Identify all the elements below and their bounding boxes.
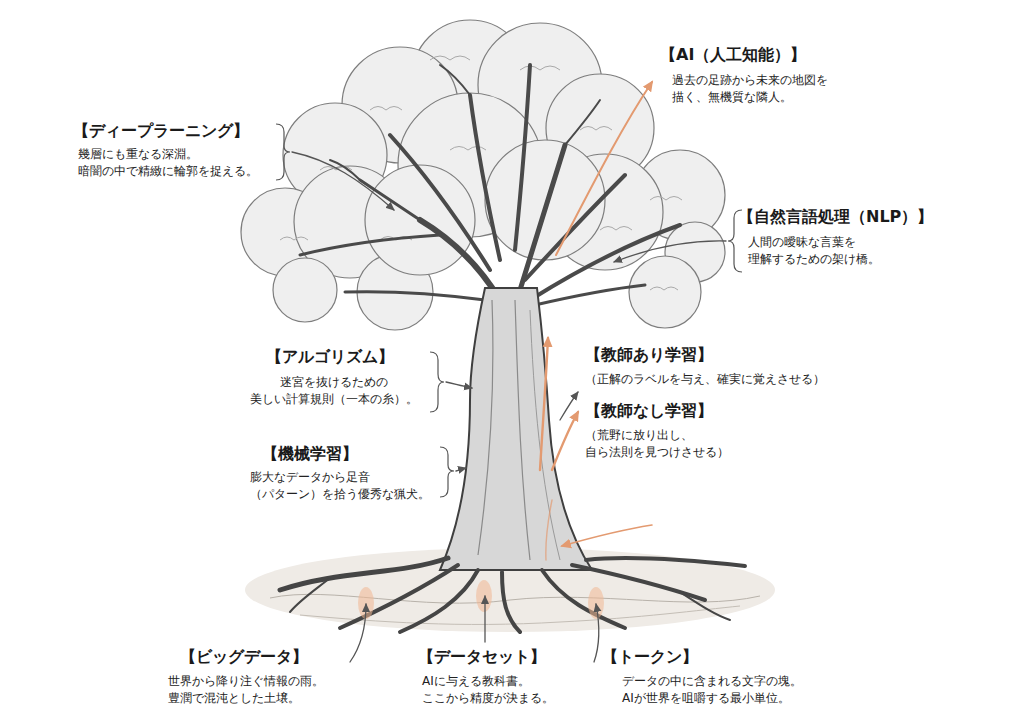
canopy-part xyxy=(273,258,337,322)
roots-part xyxy=(502,572,520,632)
brackets-part xyxy=(440,447,454,497)
leader-lines-part xyxy=(546,500,552,560)
canopy-shading xyxy=(280,56,682,290)
label-heading: 【教師あり学習】 xyxy=(585,344,713,366)
canopy-shading-part xyxy=(600,227,632,231)
branches-part xyxy=(330,160,360,180)
leader-lines-part xyxy=(594,604,599,662)
label-heading: 【ディープラーニング】 xyxy=(73,120,249,142)
branches-part xyxy=(530,225,680,300)
branches-part xyxy=(470,95,500,260)
canopy-shading-part xyxy=(650,197,682,201)
label-heading: 【ビッグデータ】 xyxy=(180,646,308,668)
label-body: （荒野に放り出し、 自ら法則を見つけさせる） xyxy=(585,427,741,461)
label-heading: 【教師なし学習】 xyxy=(585,400,713,422)
root-glow-part xyxy=(476,580,492,612)
trunk-part xyxy=(478,300,493,555)
root-glow-part xyxy=(588,587,604,619)
label-body: データの中に含まれる文字の塊。 AIが世界を咀嚼する最小単位。 xyxy=(622,673,814,707)
branches-part xyxy=(520,145,565,290)
label-body: 膨大なデータから足音 （パターン）を拾う優秀な猟犬。 xyxy=(250,469,437,503)
leader-lines-part xyxy=(484,596,485,642)
label-body: 迷宮を抜けるための 美しい計算規則（一本の糸）。 xyxy=(240,374,427,408)
label-heading: 【機械学習】 xyxy=(262,443,358,465)
canopy xyxy=(241,20,725,330)
label-heading: 【自然言語処理（NLP）】 xyxy=(738,206,933,228)
branches xyxy=(300,65,680,305)
label-body: 過去の足跡から未来の地図を 描く、無機質な隣人。 xyxy=(672,72,842,106)
brackets-part xyxy=(276,124,290,180)
branches-part xyxy=(300,235,440,255)
branches-part xyxy=(515,65,530,250)
roots-part xyxy=(340,565,458,628)
leader-lines-part xyxy=(350,604,366,662)
label-heading: 【アルゴリズム】 xyxy=(266,346,394,368)
brackets-part xyxy=(430,352,444,412)
roots-part xyxy=(400,570,478,632)
trunk xyxy=(440,288,592,570)
leader-lines-part xyxy=(562,525,652,546)
leader-lines-part xyxy=(540,338,548,470)
label-heading: 【トークン】 xyxy=(602,646,698,668)
roots-part xyxy=(680,592,730,620)
canopy-shading-part xyxy=(370,107,402,111)
canopy-shading-part xyxy=(450,147,486,151)
leader-lines-part xyxy=(614,241,726,262)
branches-part xyxy=(525,175,625,280)
leader-lines-part xyxy=(556,82,652,255)
label-heading: 【AI（人工知能）】 xyxy=(660,44,806,66)
branches-part xyxy=(345,292,485,300)
label-body: 人間の曖昧な言葉を 理解するための架け橋。 xyxy=(748,234,894,268)
trunk-part xyxy=(515,300,530,560)
canopy-shading-part xyxy=(650,287,678,290)
leader-lines-part xyxy=(446,382,472,388)
label-body: （正解のラベルを与え、確実に覚えさせる） xyxy=(585,371,825,388)
roots xyxy=(280,558,745,632)
canopy-shading-part xyxy=(520,66,560,70)
label-heading: 【データセット】 xyxy=(418,646,546,668)
leader-lines-part xyxy=(456,468,466,471)
trunk-part xyxy=(440,288,592,570)
root-glow xyxy=(358,580,604,619)
branches-part xyxy=(360,180,420,220)
canopy-shading-part xyxy=(430,56,470,60)
branches-part xyxy=(535,285,645,305)
leader-lines-part xyxy=(552,412,578,470)
canopy-shading-part xyxy=(580,127,612,131)
label-body: AIに与える教科書。 ここから精度が決まる。 xyxy=(422,673,566,707)
label-body: 世界から降り注ぐ情報の雨。 豊潤で混沌とした土壌。 xyxy=(168,673,336,707)
roots-part xyxy=(290,578,330,612)
roots-part xyxy=(542,570,625,628)
branches-part xyxy=(565,100,600,145)
roots-part xyxy=(586,558,745,566)
branches-part xyxy=(390,135,490,270)
branches-part xyxy=(440,65,470,95)
canopy-part xyxy=(629,256,701,328)
trunk-part xyxy=(530,310,560,560)
canopy-part xyxy=(485,140,605,260)
label-body: 幾層にも重なる深淵。 暗闇の中で精緻に輪郭を捉える。 xyxy=(78,146,270,180)
brackets xyxy=(276,124,742,497)
leader-lines-part xyxy=(292,152,394,210)
canopy-shading-part xyxy=(280,237,308,240)
